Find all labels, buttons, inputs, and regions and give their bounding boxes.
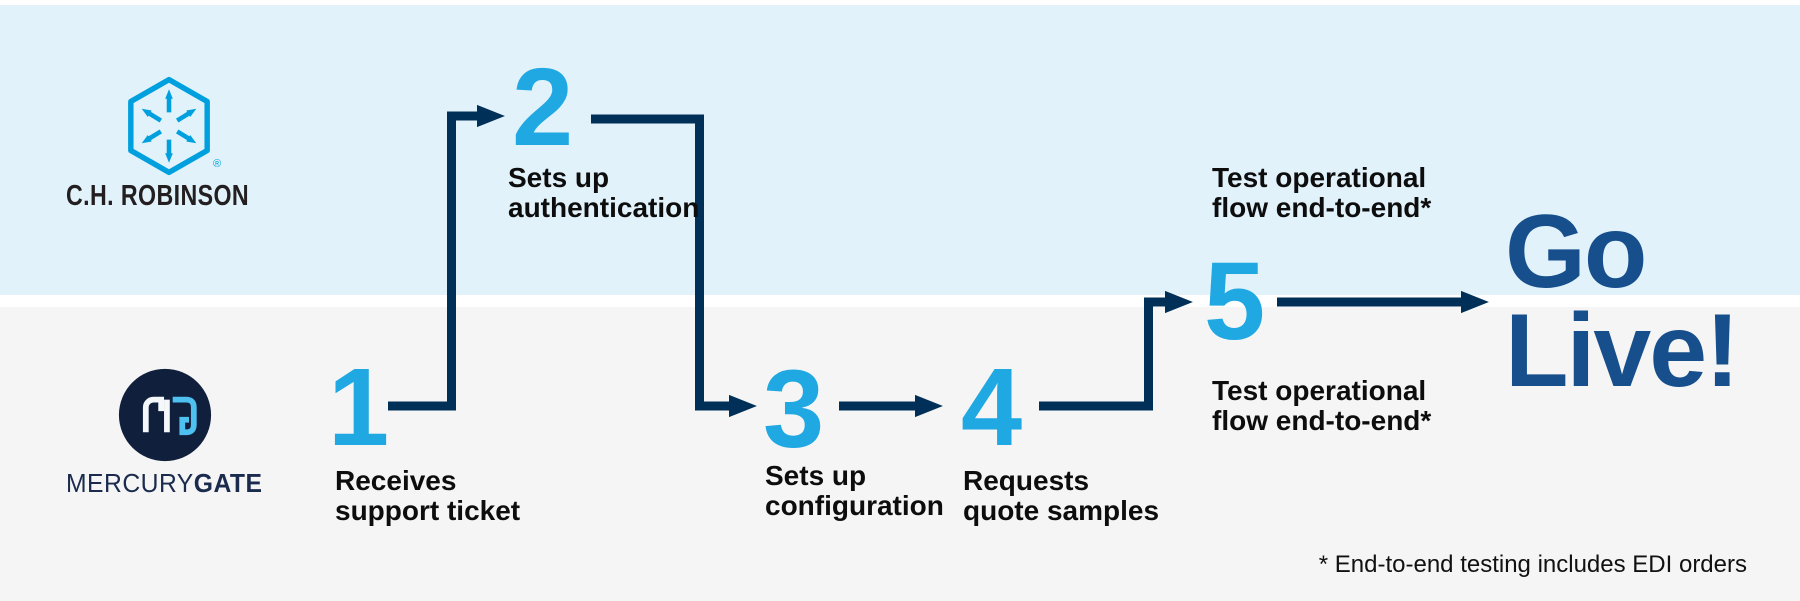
step-5-label-bottom: Test operational flow end-to-end* [1212,375,1432,436]
footnote: * End-to-end testing includes EDI orders [1318,551,1747,578]
arrow-2-to-3 [591,114,757,418]
lane-mercurygate [0,307,1800,601]
arrow-1-to-2 [388,104,505,411]
step-2-number: 2 [512,46,573,169]
step-3-label: Sets up configuration [765,460,944,521]
step-1-number: 1 [328,346,389,469]
step-1-label: Receives support ticket [335,465,521,526]
mg-wordmark: MERCURYGATE [66,468,262,499]
step-2-label: Sets up authentication [508,162,700,223]
chr-hexagon-icon [128,76,210,176]
step-3-number: 3 [763,348,824,471]
mg-wordmark-mercury: MERCURY [66,468,194,498]
chr-wordmark: C.H. ROBINSON [66,180,250,212]
arrow-4-to-5 [1039,290,1193,411]
lane-chrobinson [0,5,1800,295]
step-4-label: Requests quote samples [963,465,1160,526]
step-4-number: 4 [961,346,1022,469]
go-live-text: Go Live! [1505,194,1740,409]
step-5-number: 5 [1204,240,1265,363]
chr-registered-mark: ® [213,158,222,170]
mg-wordmark-gate: GATE [193,468,263,498]
step-5-label-top: Test operational flow end-to-end* [1212,162,1432,223]
top-white-strip [0,0,1800,5]
mg-monogram-icon [118,368,212,462]
